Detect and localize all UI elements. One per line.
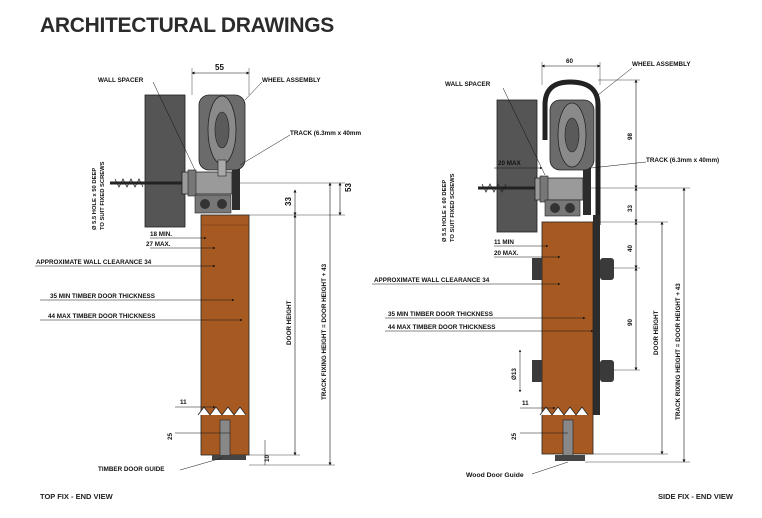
dim-13: Ø13 <box>511 368 518 380</box>
label-door-height: DOOR HEIGHT <box>653 310 660 355</box>
dim-53: 53 <box>344 183 353 192</box>
dim-25: 25 <box>167 432 174 440</box>
wall-spacer-block <box>496 99 538 233</box>
dim-25: 25 <box>511 432 518 440</box>
label-wheel-assembly: WHEEL ASSEMBLY <box>262 77 321 84</box>
label-wood-door-guide: Wood Door Guide <box>466 472 524 479</box>
label-min-thickness: 35 MIN TIMBER DOOR THICKNESS <box>388 311 493 318</box>
side-fix-end-view: WALL SPACER WHEEL ASSEMBLY TRACK (6.3mm … <box>372 58 719 479</box>
label-wall-clearance: APPROXIMATE WALL CLEARANCE 34 <box>36 259 152 266</box>
dim-33: 33 <box>627 204 634 212</box>
track <box>583 140 591 215</box>
dim-55: 55 <box>215 63 224 72</box>
timber-door <box>541 221 594 455</box>
label-27-max: 27 MAX. <box>146 241 171 248</box>
label-20-max-upper: 20 MAX <box>498 160 522 167</box>
label-hole: Ø 5.5 HOLE x 60 DEEP <box>442 180 448 242</box>
label-max-thickness: 44 MAX TIMBER DOOR THICKNESS <box>48 313 155 320</box>
label-wall-spacer: WALL SPACER <box>98 77 144 84</box>
dim-33: 33 <box>284 197 293 206</box>
dim-10: 10 <box>264 454 271 462</box>
wheel-assembly <box>549 99 595 171</box>
dim-98: 98 <box>627 132 634 140</box>
label-11-min: 11 MIN <box>494 239 514 246</box>
label-max-thickness: 44 MAX TIMBER DOOR THICKNESS <box>388 324 495 331</box>
label-20-max: 20 MAX. <box>494 250 519 257</box>
wheel-assembly <box>198 94 246 177</box>
label-wheel-assembly: WHEEL ASSEMBLY <box>632 61 691 68</box>
label-track: TRACK (6.3mm x 40mm) <box>646 157 719 164</box>
label-hole-2: TO SUIT FIXED SCREWS <box>450 173 456 242</box>
dim-11: 11 <box>522 400 529 407</box>
top-fix-end-view: WALL SPACER WHEEL ASSEMBLY TRACK (6.3mm … <box>35 63 361 473</box>
label-min-thickness: 35 MIN TIMBER DOOR THICKNESS <box>50 293 155 300</box>
timber-door-guide <box>219 419 231 457</box>
label-track: TRACK (6.3mm x 40mm <box>290 130 361 137</box>
label-wall-clearance: APPROXIMATE WALL CLEARANCE 34 <box>374 277 490 284</box>
wood-door-guide <box>562 419 574 457</box>
label-18-min: 18 MIN. <box>150 231 172 238</box>
caption-side-fix: SIDE FIX - END VIEW <box>658 492 734 501</box>
dim-11: 11 <box>180 399 187 406</box>
dim-60: 60 <box>566 58 574 65</box>
label-door-height: DOOR HEIGHT <box>286 300 293 345</box>
label-hole: Ø 5.5 HOLE x 50 DEEP <box>92 168 98 230</box>
label-track-fixing-height: TRACK RIXING HEIGHT = DOOR HEIGHT + 43 <box>675 283 682 420</box>
label-wall-spacer: WALL SPACER <box>445 81 491 88</box>
wall-spacer-block <box>144 94 186 228</box>
dim-90: 90 <box>627 318 634 326</box>
caption-top-fix: TOP FIX - END VIEW <box>40 492 113 501</box>
label-track-fixing-height: TRACK FIXING HEIGHT = DOOR HEIGHT + 43 <box>321 263 328 400</box>
label-hole-2: TO SUIT FIXED SCREWS <box>100 161 106 230</box>
page-title: ARCHITECTURAL DRAWINGS <box>40 14 335 37</box>
u-strap <box>542 79 601 225</box>
label-timber-door-guide: TIMBER DOOR GUIDE <box>98 466 164 473</box>
dim-40: 40 <box>627 244 634 252</box>
timber-door <box>200 214 250 456</box>
side-plate <box>593 215 600 415</box>
